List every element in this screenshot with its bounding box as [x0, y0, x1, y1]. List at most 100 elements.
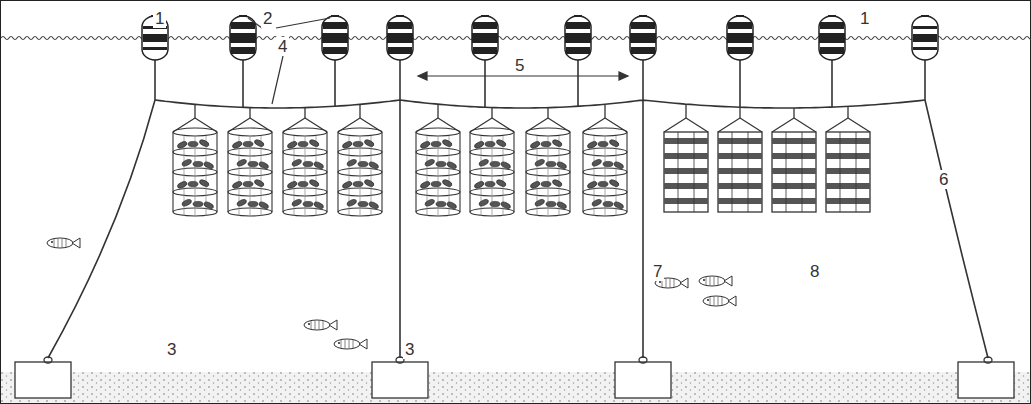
drawing-stroke — [283, 118, 327, 132]
buoy — [322, 16, 348, 60]
lantern-net — [228, 128, 272, 216]
lantern-nets — [173, 104, 870, 216]
drawing-stroke — [337, 132, 338, 212]
drawing-stroke — [282, 132, 283, 212]
drawing-stroke — [685, 104, 686, 118]
shellfish — [291, 158, 302, 167]
buoy-line — [484, 60, 486, 107]
anchors — [15, 357, 1014, 398]
drawing-stroke — [631, 47, 655, 54]
shellfish — [534, 158, 545, 167]
drawing-stroke — [826, 132, 870, 212]
drawing-stroke — [739, 107, 740, 118]
shellfish — [287, 180, 298, 189]
drawing-stroke — [239, 15, 247, 17]
drawing-stroke — [526, 118, 570, 132]
drawing-stroke — [283, 128, 327, 136]
shellfish — [177, 180, 188, 189]
drawing-stroke — [329, 320, 337, 330]
drawing-stroke — [334, 339, 360, 349]
shellfish — [478, 198, 489, 207]
drawing-stroke — [345, 340, 346, 348]
shellfish — [346, 198, 357, 207]
shellfish — [436, 161, 446, 166]
shellfish — [541, 181, 551, 186]
shellfish — [303, 201, 313, 206]
shellfish — [181, 198, 192, 207]
drawing-stroke — [315, 321, 316, 329]
shellfish — [291, 198, 302, 207]
drawing-stroke — [921, 15, 929, 17]
drawing-stroke — [58, 239, 59, 247]
drawing-stroke — [732, 132, 733, 212]
shellfish — [424, 198, 435, 207]
drawing-stroke — [304, 320, 330, 330]
buoy-line — [399, 60, 401, 100]
drawing-stroke — [173, 128, 217, 136]
drawing-stroke — [913, 34, 937, 42]
drawing-stroke — [802, 132, 803, 212]
drawing-stroke — [664, 198, 708, 204]
lantern-net — [526, 128, 570, 216]
seabed — [1, 372, 1030, 403]
drawing-stroke — [231, 47, 255, 54]
drawing-stroke — [913, 47, 937, 50]
shellfish — [587, 180, 598, 189]
buoy — [472, 16, 498, 60]
drawing-stroke — [338, 342, 340, 344]
drawing-stroke — [513, 132, 514, 212]
shellfish — [609, 179, 620, 188]
shellfish — [248, 201, 258, 206]
drawing-stroke — [227, 132, 228, 212]
drawing-stroke — [566, 22, 590, 29]
drawing-stroke — [326, 132, 327, 212]
anchor-ring — [639, 357, 647, 363]
shellfish — [364, 179, 375, 188]
drawing-stroke — [664, 168, 708, 174]
drawing-stroke — [714, 297, 715, 305]
drawing-stroke — [718, 277, 719, 285]
drawing-stroke — [664, 153, 708, 159]
shellfish — [478, 158, 489, 167]
shellfish — [613, 161, 624, 170]
shellfish — [368, 161, 379, 170]
drawing-stroke — [659, 281, 661, 283]
drawing-stroke — [349, 340, 350, 348]
shellfish — [358, 201, 368, 206]
drawing-stroke — [772, 183, 816, 189]
buoy-line — [831, 60, 833, 107]
drawing-stroke — [359, 339, 367, 349]
shellfish — [258, 161, 269, 170]
shellfish — [243, 181, 253, 186]
shellfish — [442, 139, 453, 148]
shellfish — [177, 140, 188, 149]
longline-rope — [155, 100, 925, 108]
drawing-stroke — [54, 239, 55, 247]
shellfish — [232, 180, 243, 189]
drawing-stroke — [856, 132, 857, 212]
drawing-stroke — [772, 168, 816, 174]
drawing-stroke — [707, 299, 709, 301]
anchor-line — [925, 100, 988, 358]
shellfish — [193, 201, 203, 206]
drawing-stroke — [331, 15, 339, 17]
shellfish — [552, 139, 563, 148]
shellfish — [530, 180, 541, 189]
drawing-stroke — [847, 106, 848, 118]
drawing-stroke — [228, 128, 272, 136]
shellfish — [500, 201, 511, 210]
drawing-stroke — [143, 47, 167, 50]
callout-number: 3 — [403, 340, 416, 359]
drawing-stroke — [840, 132, 841, 212]
drawing-stroke — [736, 15, 744, 17]
drawing-stroke — [913, 26, 937, 29]
shellfish — [236, 198, 247, 207]
fish — [699, 276, 732, 286]
drawing-stroke — [319, 321, 320, 329]
shellfish — [541, 141, 551, 146]
drawing-stroke — [437, 104, 438, 118]
drawing-stroke — [772, 118, 816, 132]
drawing-stroke — [353, 340, 354, 348]
shellfish — [346, 158, 357, 167]
